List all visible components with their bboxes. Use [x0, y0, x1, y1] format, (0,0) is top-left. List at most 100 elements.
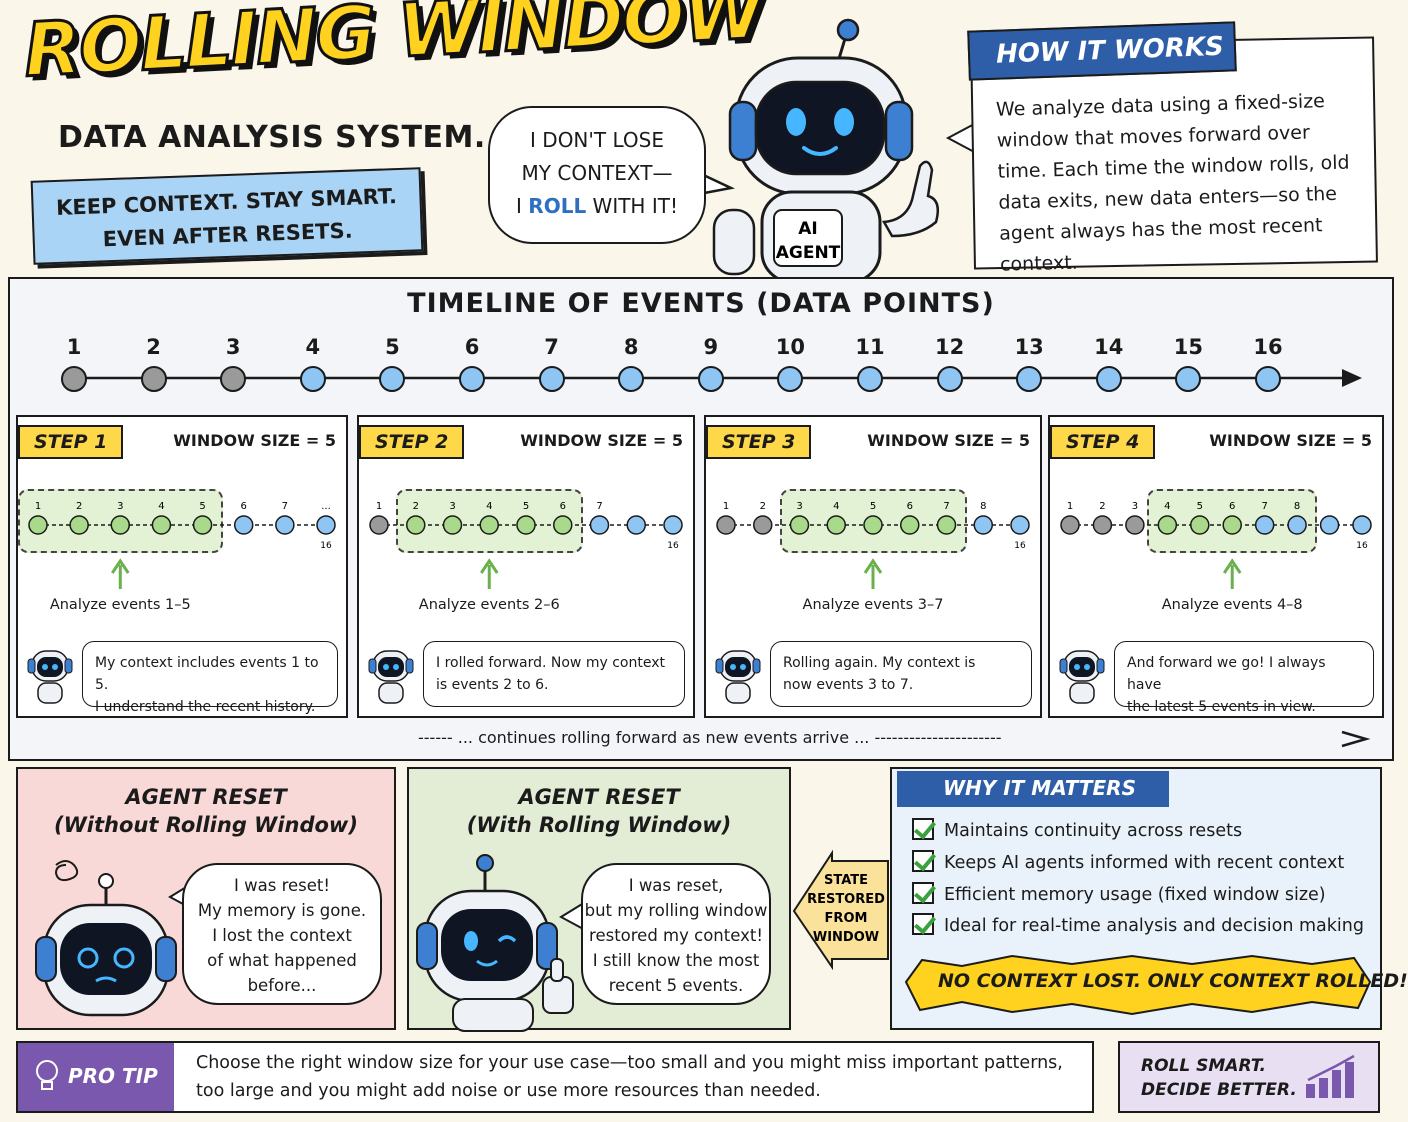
step-event-label: 3 [117, 501, 123, 512]
timeline-event-dot [1016, 366, 1043, 392]
step-event-dot [69, 515, 89, 535]
step-event-label: 7 [596, 501, 602, 512]
reset-without-title-line-2: (Without Rolling Window) [54, 813, 358, 837]
step-event-label: 7 [282, 501, 288, 512]
step-event-label: 2 [413, 501, 419, 512]
step-event-dot [589, 515, 610, 535]
timeline-event-label: 6 [464, 335, 480, 359]
timeline-event-label: 9 [703, 335, 719, 359]
timeline-event-dot [299, 366, 326, 392]
timeline-event-label: 11 [855, 335, 885, 359]
step-event-dot [716, 515, 736, 535]
step-event-dot [1254, 515, 1275, 535]
step-event-label: 1 [35, 501, 41, 512]
step-event-label: 5 [870, 501, 876, 512]
step-event-label: ... [321, 501, 331, 512]
timeline-event-dot [777, 366, 804, 392]
step-event-label: 4 [833, 501, 839, 512]
step-event-label: 4 [486, 501, 492, 512]
timeline-event-dot [220, 366, 247, 392]
step-event-dot [663, 515, 683, 535]
step-event-dot [863, 515, 883, 535]
timeline-event-dot [618, 366, 645, 392]
timeline-event-dot [697, 366, 724, 392]
step-event-dot [369, 515, 389, 535]
step-event-label: 3 [1132, 501, 1138, 512]
focus-arrow-icon [863, 558, 883, 589]
step-event-dot [442, 515, 463, 535]
timeline-event-label: 2 [146, 335, 161, 359]
lightbulb-icon [36, 1060, 58, 1090]
slogan-text: NO CONTEXT LOST. ONLY CONTEXT ROLLED! [938, 970, 1408, 992]
step-event-label: 2 [76, 501, 82, 512]
step-event-label: 3 [449, 501, 455, 512]
how-bubble-tail [945, 121, 979, 155]
step-label: STEP 3 [706, 425, 812, 459]
timeline-event-label: 7 [544, 335, 559, 359]
step-event-label: 4 [1164, 501, 1170, 512]
step-event-dot [28, 515, 48, 535]
tagline-banner: KEEP CONTEXT. STAY SMART. EVEN AFTER RES… [30, 167, 424, 265]
step-event-dot [1352, 515, 1372, 535]
step-event-dot [1125, 515, 1145, 535]
step-event-dot [1092, 515, 1113, 535]
step-event-label: 8 [1294, 501, 1300, 512]
step-event-label: 1 [1067, 501, 1073, 512]
timeline-event-dot [61, 366, 87, 392]
roll-word: ROLL [528, 194, 587, 218]
page-title: ROLLING WINDOW [20, 0, 766, 95]
speech-line-1: I DON'T LOSE [530, 128, 664, 152]
window-size-label: WINDOW SIZE = 5 [520, 431, 683, 450]
step-caption: Analyze events 2–6 [418, 597, 560, 613]
timeline-event-label: 13 [1014, 335, 1044, 359]
window-size-label: WINDOW SIZE = 5 [867, 431, 1030, 450]
timeline-event-label: 10 [775, 335, 805, 359]
step-event-dot [516, 515, 536, 535]
step-event-label: 1 [723, 501, 729, 512]
step-event-dot [110, 515, 131, 535]
why-item: Maintains continuity across resets [912, 818, 1242, 841]
confused-robot-icon [35, 860, 177, 1017]
step-event-label: 1 [376, 501, 382, 512]
robot-speech-bubble: I DON'T LOSE MY CONTEXT— I ROLL WITH IT! [488, 106, 706, 244]
why-item: Keeps AI agents informed with recent con… [912, 850, 1344, 873]
timeline-event-dot [538, 366, 565, 392]
timeline-event-label: 14 [1094, 335, 1124, 359]
speech-line-3: I ROLL WITH IT! [516, 194, 678, 218]
step-event-label: 7 [1261, 501, 1267, 512]
step-event-dot [1319, 515, 1340, 535]
happy-robot-icon [416, 854, 574, 1032]
svg-text:RESTORED: RESTORED [807, 892, 885, 907]
timeline-event-dot [936, 366, 963, 392]
step-event-dot [316, 515, 336, 535]
step-event-label: 3 [796, 501, 802, 512]
step-event-label: 6 [1229, 501, 1235, 512]
step-event-dot [479, 515, 499, 535]
why-it-matters-title: WHY IT MATTERS [897, 771, 1169, 807]
step-caption: Analyze events 4–8 [1161, 597, 1303, 613]
badge-line-1: AI [798, 219, 817, 239]
timeline-event-label: 3 [225, 335, 241, 359]
reset-with-panel: AGENT RESET (With Rolling Window) I was … [407, 767, 791, 1032]
timeline-event-label: 15 [1173, 335, 1203, 359]
focus-arrow-icon [111, 558, 130, 589]
svg-text:WINDOW: WINDOW [813, 930, 879, 945]
step-event-dot [1222, 515, 1242, 535]
step-event-label: 5 [523, 501, 529, 512]
step-event-dot [973, 515, 993, 535]
badge-line-2: AGENT [776, 243, 841, 263]
ai-agent-robot-illustration: AI AGENT [712, 18, 939, 284]
timeline-event-dot [379, 366, 406, 392]
timeline-event-label: 1 [66, 335, 82, 359]
checkmark-icon [912, 850, 934, 872]
step-event-label: 6 [560, 501, 566, 512]
timeline-event-label: 4 [305, 335, 321, 359]
step-event-label: 8 [980, 501, 986, 512]
state-restored-arrow: STATE RESTORED FROM WINDOW [792, 849, 889, 971]
timeline-event-label: 16 [1253, 335, 1283, 359]
